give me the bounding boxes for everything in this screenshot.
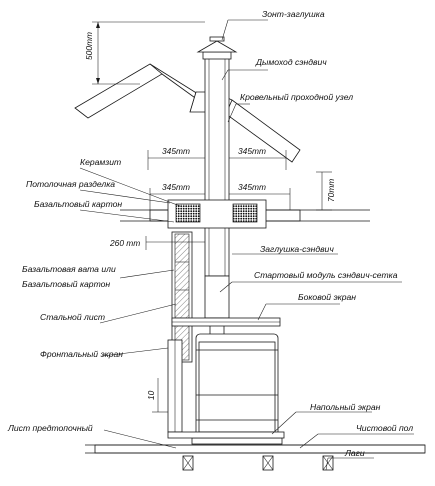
expanded-clay-left [175, 203, 201, 223]
dim-345-ceiling-right: 345mm [238, 182, 266, 192]
front-screen [167, 339, 183, 433]
label-joists: Лаги [344, 448, 365, 458]
stove [191, 333, 283, 445]
dim-70: 70mm [326, 179, 336, 202]
leader-lines [79, 19, 414, 471]
label-finish-floor: Чистовой пол [356, 423, 413, 433]
chimney-pipe [204, 57, 230, 277]
dim-345-roof-right: 345mm [238, 146, 266, 156]
ceiling-slab [120, 199, 370, 229]
label-prefurnace-sheet: Лист предтопочный [7, 423, 93, 433]
label-sandwich-plug: Заглушка-сэндвич [260, 244, 334, 254]
label-front-screen: Фронтальный экран [40, 349, 123, 359]
expanded-clay-right [232, 203, 258, 223]
label-umbrella-cap: Зонт-заглушка [262, 9, 325, 19]
label-start-module: Стартовый модуль сэндвич-сетка [254, 270, 398, 280]
label-side-screen: Боковой экран [298, 292, 356, 302]
label-steel-sheet: Стальной лист [40, 312, 105, 322]
label-basalt-wool-line2: Базальтовый картон [22, 279, 110, 289]
wall-heat-shield [171, 231, 193, 363]
roof-left-slope [74, 63, 163, 119]
dim-10: 10 [146, 390, 156, 400]
floor [85, 444, 426, 471]
dimension-text: 500mm 345mm 345mm 345mm 345mm 70mm 260 m… [84, 32, 336, 400]
dimension-lines [92, 21, 332, 413]
side-screen [171, 317, 281, 327]
label-ceiling-cutout: Потолочная разделка [26, 179, 115, 189]
dim-345-ceiling-left: 345mm [162, 182, 190, 192]
labels: Зонт-заглушка Дымоход сэндвич Кровельный… [7, 9, 413, 458]
dim-500: 500mm [84, 32, 94, 60]
label-expanded-clay: Керамзит [80, 157, 121, 167]
start-module-mesh [204, 275, 230, 337]
dim-345-roof-left: 345mm [162, 146, 190, 156]
umbrella-cap [196, 36, 238, 60]
label-basalt-wool-line1: Базальтовая вата или [22, 264, 116, 274]
dim-260: 260 mm [109, 238, 140, 248]
label-chimney-sandwich: Дымоход сэндвич [255, 57, 327, 67]
label-basalt-cardboard-top: Базальтовый картон [34, 199, 122, 209]
label-floor-screen: Напольный экран [310, 402, 381, 412]
roof [74, 63, 301, 163]
label-roof-pass-through: Кровельный проходной узел [240, 92, 353, 102]
floor-screen [167, 431, 285, 439]
